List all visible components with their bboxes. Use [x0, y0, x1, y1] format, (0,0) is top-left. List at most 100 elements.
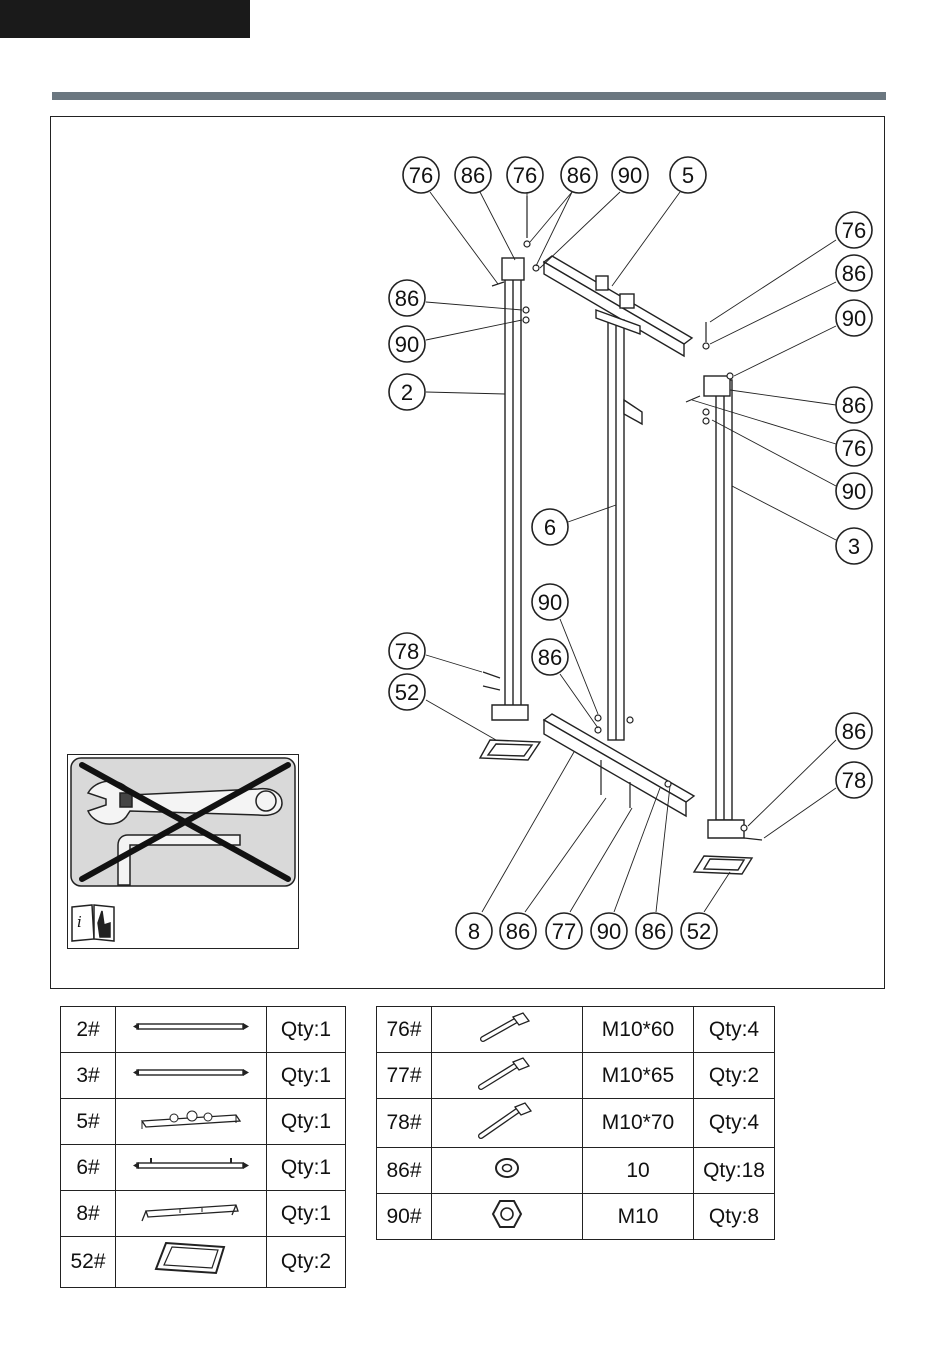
callout-78: 78: [389, 633, 425, 669]
right-upright-part: [704, 376, 744, 838]
bolt-long-icon: [432, 1099, 583, 1148]
callout-label: 86: [642, 919, 666, 944]
callout-76: 76: [836, 212, 872, 248]
long-tube-icon: [116, 1053, 267, 1099]
callout-label: 52: [395, 680, 419, 705]
foot-pad-right: [694, 856, 752, 874]
callout-86: 86: [500, 913, 536, 949]
part-quantity: Qty:1: [267, 1145, 346, 1191]
center-tube-icon: [116, 1145, 267, 1191]
part-spec: M10: [583, 1194, 694, 1240]
callout-label: 86: [842, 719, 866, 744]
bolt-short-icon: [432, 1007, 583, 1053]
callout-label: 6: [544, 515, 556, 540]
part-number: 3#: [61, 1053, 116, 1099]
callout-label: 2: [401, 380, 413, 405]
hex-nut-icon: [432, 1194, 583, 1240]
callout-6: 6: [532, 509, 568, 545]
part-spec: M10*65: [583, 1053, 694, 1099]
callout-label: 52: [687, 919, 711, 944]
part-quantity: Qty:2: [694, 1053, 775, 1099]
washer-icon: [432, 1148, 583, 1194]
callout-90: 90: [836, 473, 872, 509]
callout-90: 90: [836, 300, 872, 336]
part-quantity: Qty:8: [694, 1194, 775, 1240]
read-manual-icon: i: [72, 905, 114, 941]
part-quantity: Qty:1: [267, 1053, 346, 1099]
foot-pad-left: [480, 740, 540, 760]
callout-label: 76: [842, 436, 866, 461]
callout-label: 86: [461, 163, 485, 188]
callout-86: 86: [455, 157, 491, 193]
callout-90: 90: [591, 913, 627, 949]
part-number: 52#: [61, 1237, 116, 1288]
callout-label: 78: [395, 639, 419, 664]
callout-label: 90: [842, 306, 866, 331]
table-row: 78# M10*70Qty:4: [377, 1099, 775, 1148]
part-spec: M10*70: [583, 1099, 694, 1148]
foot-pad-icon: [116, 1237, 267, 1288]
callout-86: 86: [636, 913, 672, 949]
part-number: 76#: [377, 1007, 432, 1053]
callout-label: 86: [842, 261, 866, 286]
callout-76: 76: [836, 430, 872, 466]
callout-86: 86: [532, 639, 568, 675]
callout-label: 76: [513, 163, 537, 188]
table-row: 52# Qty:2: [61, 1237, 346, 1288]
table-row: 5#Qty:1: [61, 1099, 346, 1145]
table-row: 2# Qty:1: [61, 1007, 346, 1053]
callout-86: 86: [836, 255, 872, 291]
part-quantity: Qty:1: [267, 1007, 346, 1053]
callout-86: 86: [389, 280, 425, 316]
callout-label: 90: [842, 479, 866, 504]
callout-52: 52: [681, 913, 717, 949]
part-quantity: Qty:4: [694, 1099, 775, 1148]
callout-label: 90: [538, 590, 562, 615]
callout-label: 8: [468, 919, 480, 944]
part-quantity: Qty:18: [694, 1148, 775, 1194]
part-number: 2#: [61, 1007, 116, 1053]
callout-label: 86: [567, 163, 591, 188]
callout-label: 3: [848, 534, 860, 559]
callout-label: 76: [409, 163, 433, 188]
callout-86: 86: [561, 157, 597, 193]
part-number: 8#: [61, 1191, 116, 1237]
part-quantity: Qty:2: [267, 1237, 346, 1288]
callout-label: 77: [552, 919, 576, 944]
callout-52: 52: [389, 674, 425, 710]
part-spec: 10: [583, 1148, 694, 1194]
left-upright-part: [492, 258, 528, 720]
part-quantity: Qty:1: [267, 1191, 346, 1237]
table-row: 6# Qty:1: [61, 1145, 346, 1191]
part-number: 5#: [61, 1099, 116, 1145]
long-tube-icon: [116, 1007, 267, 1053]
callout-label: 86: [506, 919, 530, 944]
callout-76: 76: [403, 157, 439, 193]
base-beam-icon: [116, 1191, 267, 1237]
callout-8: 8: [456, 913, 492, 949]
callout-5: 5: [670, 157, 706, 193]
callout-90: 90: [389, 326, 425, 362]
table-row: 8# Qty:1: [61, 1191, 346, 1237]
part-number: 90#: [377, 1194, 432, 1240]
part-number: 77#: [377, 1053, 432, 1099]
callout-label: 86: [395, 286, 419, 311]
part-spec: M10*60: [583, 1007, 694, 1053]
part-number: 6#: [61, 1145, 116, 1191]
callout-3: 3: [836, 528, 872, 564]
callout-label: 78: [842, 768, 866, 793]
top-beam-icon: [116, 1099, 267, 1145]
center-upright-part: [596, 310, 642, 740]
callout-label: 90: [618, 163, 642, 188]
callout-label: 86: [842, 393, 866, 418]
callout-86: 86: [836, 387, 872, 423]
callout-label: 76: [842, 218, 866, 243]
part-number: 78#: [377, 1099, 432, 1148]
part-number: 86#: [377, 1148, 432, 1194]
callout-label: 90: [395, 332, 419, 357]
